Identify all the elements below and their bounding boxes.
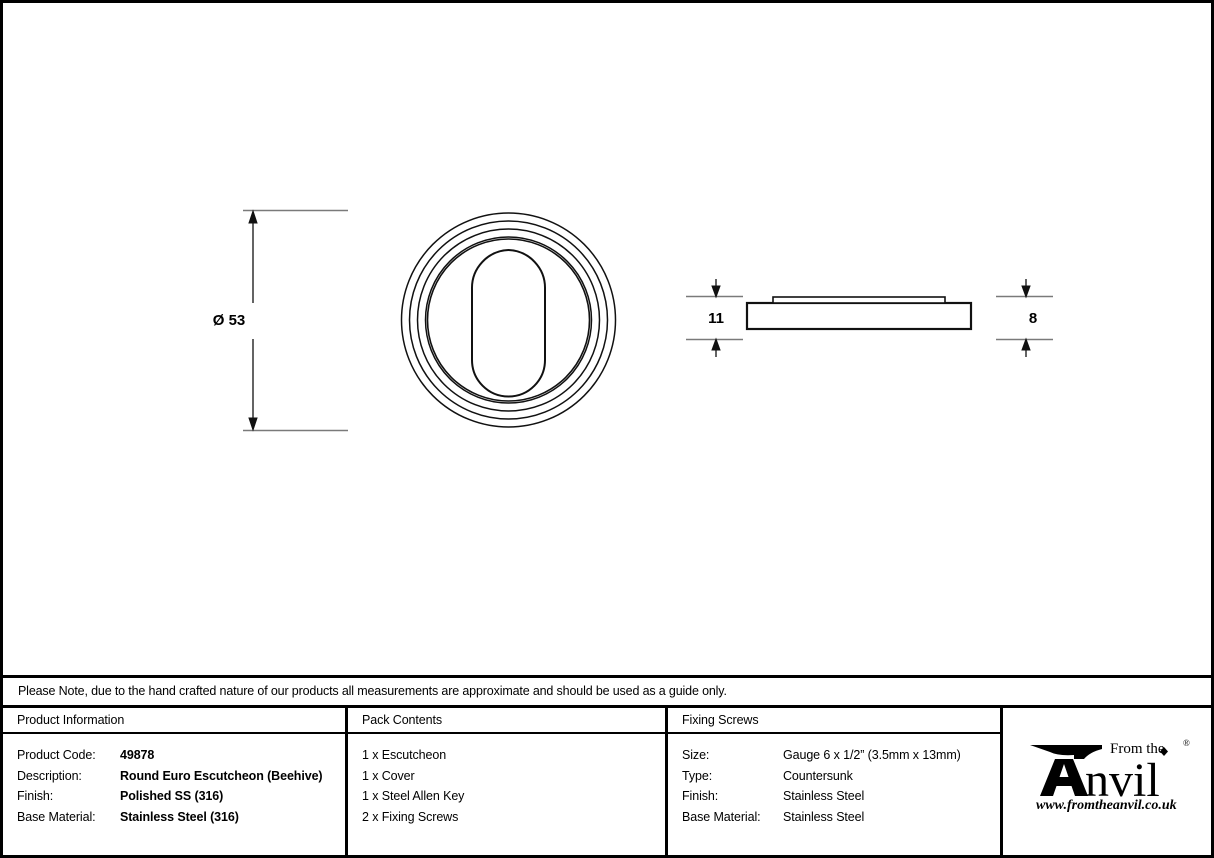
side-view-base bbox=[745, 301, 973, 331]
spec-value: Round Euro Escutcheon (Beehive) bbox=[120, 768, 323, 783]
diameter-dimension-arrows bbox=[248, 209, 258, 432]
logo-diamond-icon bbox=[1160, 747, 1168, 756]
thickness-label-11: 11 bbox=[708, 310, 724, 327]
spec-label: Size: bbox=[682, 748, 710, 762]
logo-url: www.fromtheanvil.co.uk bbox=[1036, 798, 1177, 812]
thickness-dimension-8-arrows bbox=[1021, 279, 1031, 357]
beehive-ring-1 bbox=[400, 212, 617, 428]
euro-cylinder-keyhole bbox=[470, 248, 547, 398]
note-text: Please Note, due to the hand crafted nat… bbox=[18, 684, 727, 699]
list-item: 1 x Cover bbox=[362, 768, 415, 783]
diameter-label: Ø 53 bbox=[213, 312, 246, 329]
thickness-dimension-8 bbox=[996, 295, 1053, 341]
anvil-icon bbox=[1030, 745, 1102, 796]
column-fixing-screws: Fixing Screws Size: Gauge 6 x 1/2” (3.5m… bbox=[668, 708, 1003, 855]
spec-label: Base Material: bbox=[17, 809, 96, 824]
logo-registered-mark: ® bbox=[1183, 738, 1190, 748]
product-information-body: Product Code: 49878 Description: Round E… bbox=[3, 734, 345, 855]
spec-table: Product Information Product Code: 49878 … bbox=[3, 708, 1211, 855]
spec-value: Stainless Steel bbox=[783, 809, 865, 824]
beehive-ring-3 bbox=[416, 228, 601, 412]
table-row: Finish: Polished SS (316) bbox=[17, 786, 345, 807]
table-row: Size: Gauge 6 x 1/2” (3.5mm x 13mm) bbox=[682, 745, 1000, 766]
spec-label: Description: bbox=[17, 768, 82, 783]
column-pack-contents: Pack Contents 1 x Escutcheon 1 x Cover 1… bbox=[348, 708, 668, 855]
table-row: Description: Round Euro Escutcheon (Beeh… bbox=[17, 766, 345, 787]
spec-label: Product Code: bbox=[17, 748, 96, 762]
column-product-information: Product Information Product Code: 49878 … bbox=[3, 708, 348, 855]
beehive-ring-2 bbox=[408, 220, 609, 420]
spec-label: Type: bbox=[682, 768, 713, 783]
list-item: 1 x Escutcheon bbox=[362, 748, 447, 762]
spec-value: Polished SS (316) bbox=[120, 789, 224, 803]
logo-from-the: From the bbox=[1110, 741, 1165, 757]
diameter-dimension bbox=[243, 209, 348, 432]
fixing-screws-heading: Fixing Screws bbox=[668, 708, 1000, 734]
table-row: Base Material: Stainless Steel (316) bbox=[17, 807, 345, 828]
note-row: Please Note, due to the hand crafted nat… bbox=[3, 675, 1211, 708]
table-row: Base Material: Stainless Steel bbox=[682, 807, 1000, 828]
fixing-screws-body: Size: Gauge 6 x 1/2” (3.5mm x 13mm) Type… bbox=[668, 734, 1000, 855]
product-information-heading: Product Information bbox=[3, 708, 345, 734]
spec-label: Finish: bbox=[17, 789, 54, 803]
from-the-anvil-logo: From the ® nvil www.fromtheanvil.co.uk bbox=[1028, 734, 1193, 812]
column-brand-logo: From the ® nvil www.fromtheanvil.co.uk bbox=[1003, 708, 1211, 855]
list-item: 2 x Fixing Screws bbox=[362, 809, 459, 824]
table-row: Product Code: 49878 bbox=[17, 745, 345, 766]
table-row: Finish: Stainless Steel bbox=[682, 786, 1000, 807]
table-row: Type: Countersunk bbox=[682, 766, 1000, 787]
pack-contents-body: 1 x Escutcheon 1 x Cover 1 x Steel Allen… bbox=[348, 734, 665, 855]
list-item: 1 x Steel Allen Key bbox=[362, 789, 465, 803]
spec-value: Countersunk bbox=[783, 768, 853, 783]
spec-value: Stainless Steel bbox=[783, 789, 865, 803]
thickness-label-8: 8 bbox=[1029, 310, 1037, 327]
spec-label: Finish: bbox=[682, 789, 719, 803]
escutcheon-side-view bbox=[745, 296, 973, 331]
drawing-area: Ø 53 bbox=[3, 3, 1211, 675]
pack-contents-heading: Pack Contents bbox=[348, 708, 665, 734]
side-view-cover-lip bbox=[772, 296, 946, 304]
thickness-dimension-11-arrows bbox=[711, 279, 721, 357]
beehive-ring-4 bbox=[424, 236, 593, 404]
spec-value: 49878 bbox=[120, 748, 155, 762]
spec-value: Stainless Steel (316) bbox=[120, 809, 239, 824]
information-block: Please Note, due to the hand crafted nat… bbox=[3, 675, 1211, 855]
spec-label: Base Material: bbox=[682, 809, 761, 824]
thickness-dimension-11 bbox=[686, 295, 743, 341]
logo-anvil-text: nvil bbox=[1085, 754, 1160, 807]
spec-value: Gauge 6 x 1/2” (3.5mm x 13mm) bbox=[783, 748, 961, 762]
